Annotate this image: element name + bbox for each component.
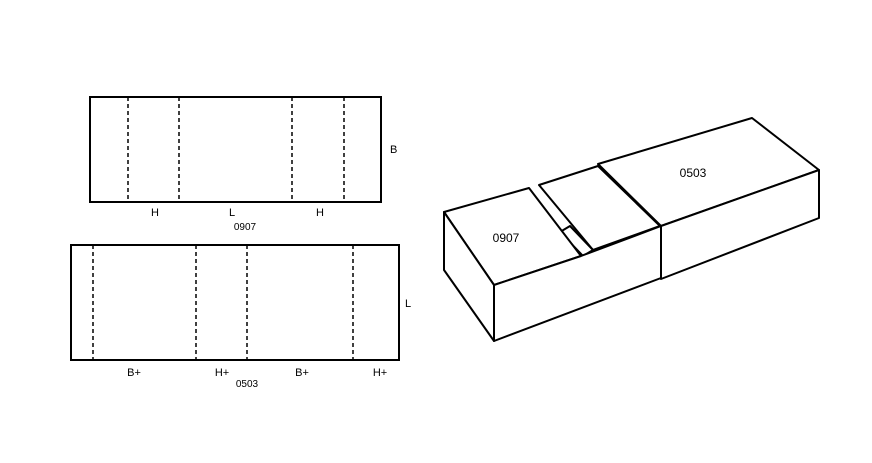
net-0503-code-label: 0503	[236, 379, 259, 390]
net-0503-side-label: L	[405, 298, 411, 310]
net-0503-outline	[70, 244, 400, 361]
net-0907-panel-label-h-right: H	[316, 207, 324, 219]
net-0503-panel-label-h-2: H+	[373, 367, 387, 379]
net-0907-side-label: B	[390, 144, 397, 156]
net-0503-panel-label-b-1: B+	[127, 367, 141, 379]
net-0503-panel-label-h-1: H+	[215, 367, 229, 379]
net-0503-panel-label-b-2: B+	[295, 367, 309, 379]
tray-label: 0907	[493, 231, 520, 245]
sleeve-label: 0503	[680, 166, 707, 180]
net-0907-panel-label-h-left: H	[151, 207, 159, 219]
net-0907-outline	[89, 96, 382, 203]
box-3d-illustration: 0907 0503	[443, 117, 820, 342]
flat-net-0503: L B+ H+ B+ H+ 0503	[70, 244, 411, 390]
net-0907-panel-label-l: L	[229, 207, 235, 219]
flat-net-0907: B H L H 0907	[89, 96, 397, 233]
net-0907-code-label: 0907	[234, 222, 257, 233]
